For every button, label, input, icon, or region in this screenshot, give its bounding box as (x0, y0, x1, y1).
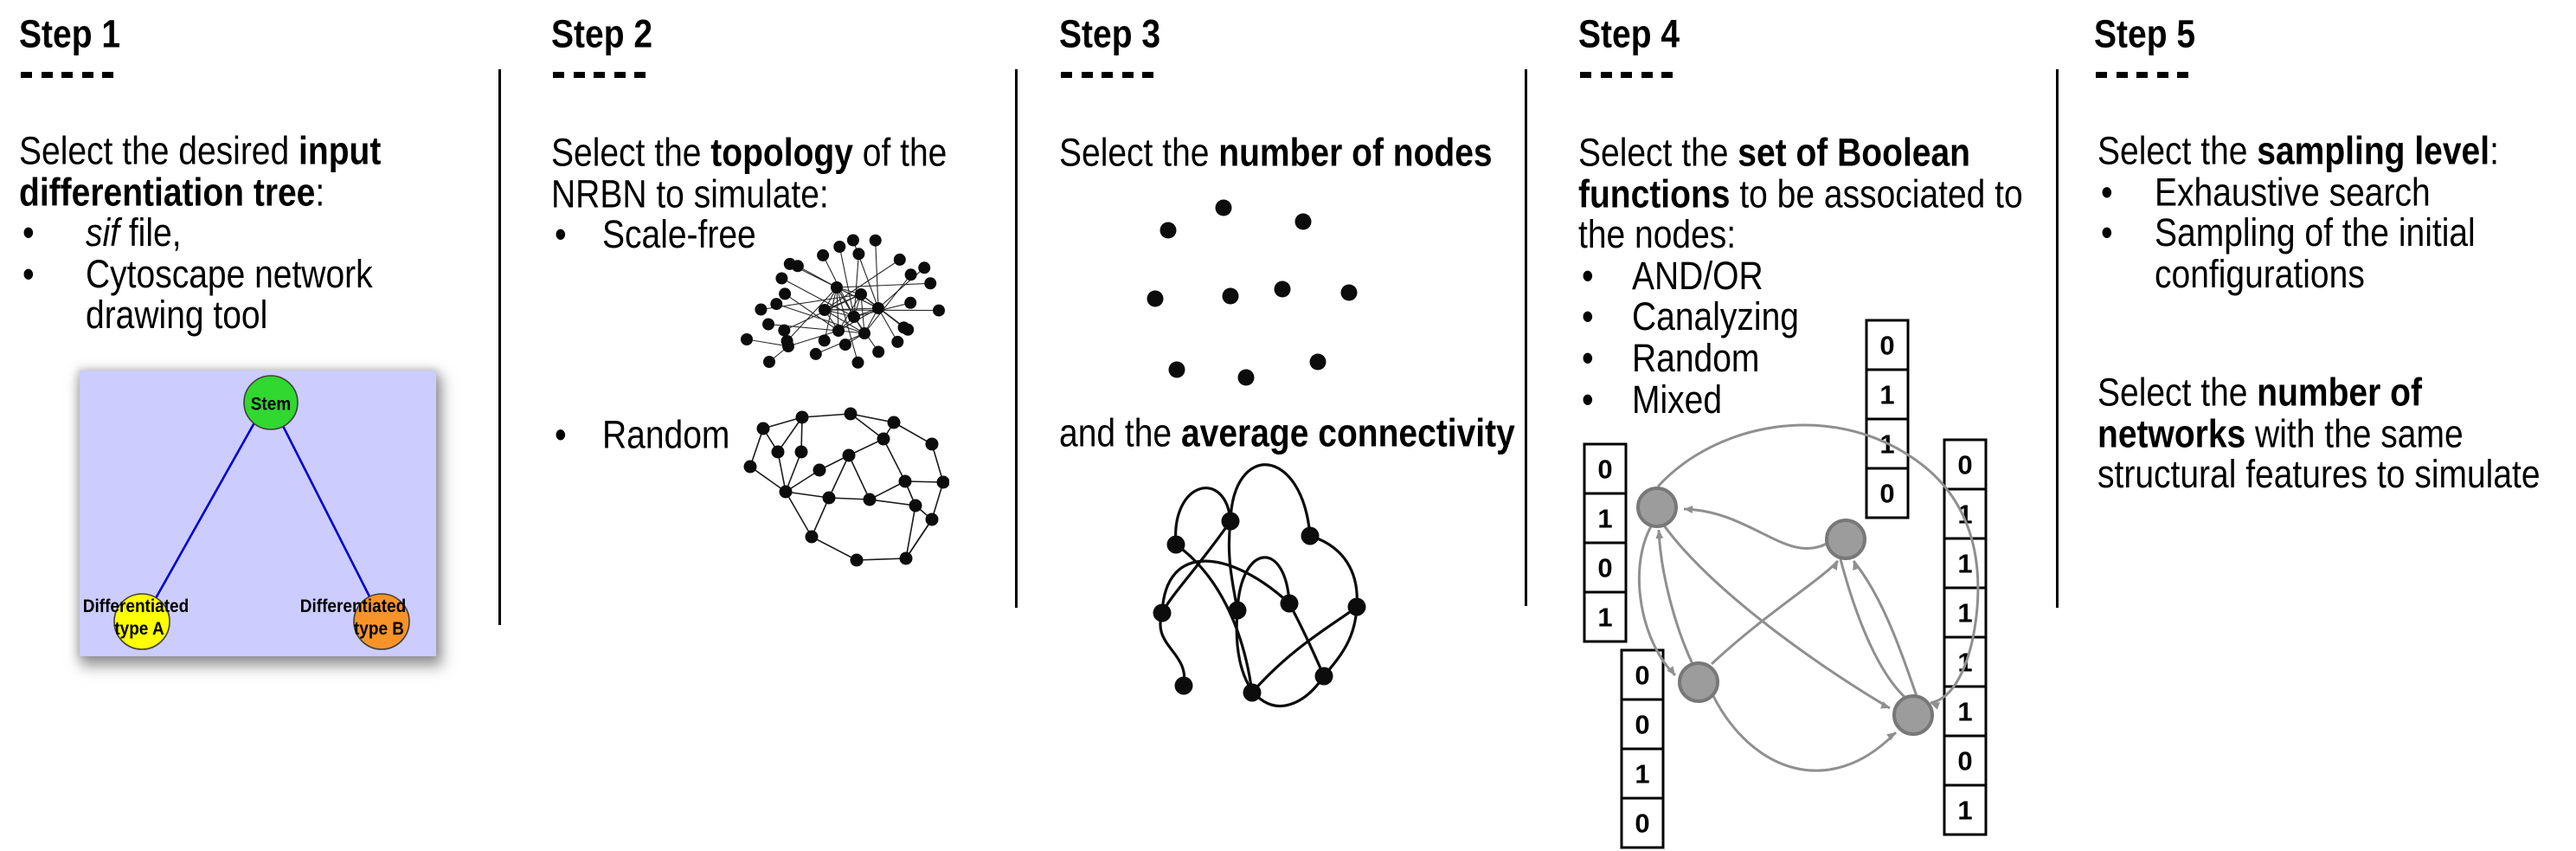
svg-text:0: 0 (1957, 746, 1972, 777)
svg-text:Differentiated: Differentiated (300, 596, 406, 616)
svg-text:0: 0 (1957, 450, 1972, 480)
svg-text:0: 0 (1597, 455, 1612, 485)
svg-text:1: 1 (1957, 500, 1972, 530)
svg-text:1: 1 (1957, 598, 1972, 629)
svg-text:1: 1 (1597, 504, 1612, 534)
svg-text:1: 1 (1879, 380, 1894, 410)
svg-text:0: 0 (1635, 710, 1649, 740)
svg-text:type B: type B (354, 619, 404, 639)
svg-text:1: 1 (1957, 697, 1972, 727)
svg-text:1: 1 (1597, 603, 1612, 633)
svg-text:type A: type A (114, 619, 164, 639)
svg-text:Differentiated: Differentiated (83, 596, 189, 616)
svg-text:1: 1 (1957, 796, 1972, 826)
svg-text:0: 0 (1879, 331, 1894, 361)
svg-text:0: 0 (1879, 479, 1894, 509)
svg-text:1: 1 (1957, 549, 1972, 579)
svg-text:Stem: Stem (251, 395, 291, 415)
svg-text:1: 1 (1635, 759, 1649, 790)
svg-text:0: 0 (1635, 809, 1649, 839)
svg-text:0: 0 (1635, 661, 1649, 691)
svg-text:0: 0 (1597, 553, 1612, 583)
